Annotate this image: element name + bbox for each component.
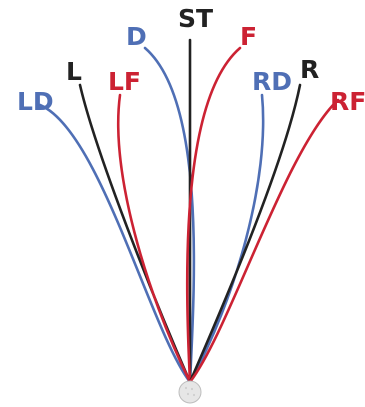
golf-ball-dimple	[186, 392, 190, 396]
golf-ball-icon	[178, 380, 202, 404]
label-ld: LD	[17, 87, 54, 116]
label-f: F	[240, 22, 257, 51]
golf-ball-dimple	[184, 386, 188, 390]
label-lf: LF	[108, 67, 141, 96]
label-l: L	[66, 57, 82, 86]
label-rf: RF	[330, 87, 365, 116]
trajectory-ld	[38, 103, 192, 384]
golf-ball-dimple	[190, 387, 194, 391]
label-rd: RD	[252, 67, 292, 96]
trajectory-rd	[188, 93, 265, 384]
golf-ball-body	[178, 380, 202, 404]
trajectory-r	[188, 83, 302, 384]
golf-ball-dimple	[192, 393, 196, 397]
trajectory-lf	[116, 93, 192, 384]
label-r: R	[300, 55, 319, 84]
label-d: D	[126, 22, 147, 51]
trajectory-curves	[38, 38, 340, 384]
trajectory-labels: LD L LF D ST F RD R RF	[17, 4, 365, 116]
trajectory-rf	[188, 98, 340, 384]
trajectory-f	[185, 46, 242, 384]
label-st: ST	[178, 4, 213, 33]
